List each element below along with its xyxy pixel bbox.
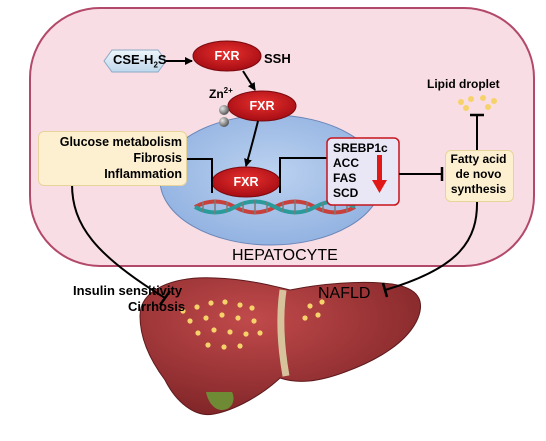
- fatty-acid-line-2: de novo: [455, 167, 502, 181]
- fatty-acid-box: [445, 150, 514, 202]
- fatty-acid-line-3: synthesis: [450, 182, 507, 196]
- fatty-acid-line-1: Fatty acid: [450, 152, 507, 166]
- left-connector: [185, 158, 213, 193]
- lipid-droplet-label: Lipid droplet: [427, 77, 500, 91]
- gene-scd: SCD: [333, 186, 359, 200]
- insulin-sensitivity-label: Insulin sensitivity: [73, 283, 183, 298]
- zinc-label: Zn2+: [209, 86, 233, 101]
- lipid-droplet-icon: [458, 95, 497, 111]
- left-to-liver-curve: [71, 183, 166, 299]
- gene-srebp1c: SREBP1c: [333, 141, 388, 155]
- ssh-label: SSH: [264, 51, 291, 66]
- fxr-mid-label: FXR: [249, 99, 275, 113]
- gene-connector: [279, 157, 327, 193]
- dna-helix-icon: [194, 199, 356, 215]
- left-box-line-1: Glucose metabolism: [59, 135, 182, 149]
- fxr-mid: [227, 90, 297, 122]
- gene-acc: ACC: [333, 156, 359, 170]
- cse-h2s-label: CSE-H2S: [113, 52, 167, 70]
- fxr-top-to-mid-arrow: [242, 70, 256, 91]
- fxr-mid-to-dna-arrow: [244, 120, 259, 167]
- nafld-label: NAFLD: [318, 285, 371, 302]
- fxr-top-label: FXR: [214, 49, 240, 63]
- inhibit-bar-nafld: [381, 282, 389, 298]
- hepatocyte-label: HEPATOCYTE: [232, 247, 338, 264]
- down-arrow-icon: [372, 155, 387, 193]
- right-to-nafld-curve: [384, 199, 479, 291]
- left-box-line-2: Fibrosis: [133, 151, 182, 165]
- cirrhosis-label: Cirrhosis: [128, 299, 186, 314]
- zinc-ion-icon: [219, 105, 229, 127]
- fxr-top: [192, 40, 262, 72]
- left-box-line-3: Inflammation: [104, 167, 182, 181]
- left-effects-box: [38, 131, 187, 186]
- liver-icon: [139, 277, 422, 416]
- gene-fas: FAS: [333, 171, 357, 185]
- inhibit-bar-insulin: [158, 290, 172, 306]
- fxr-dna-label: FXR: [233, 175, 259, 189]
